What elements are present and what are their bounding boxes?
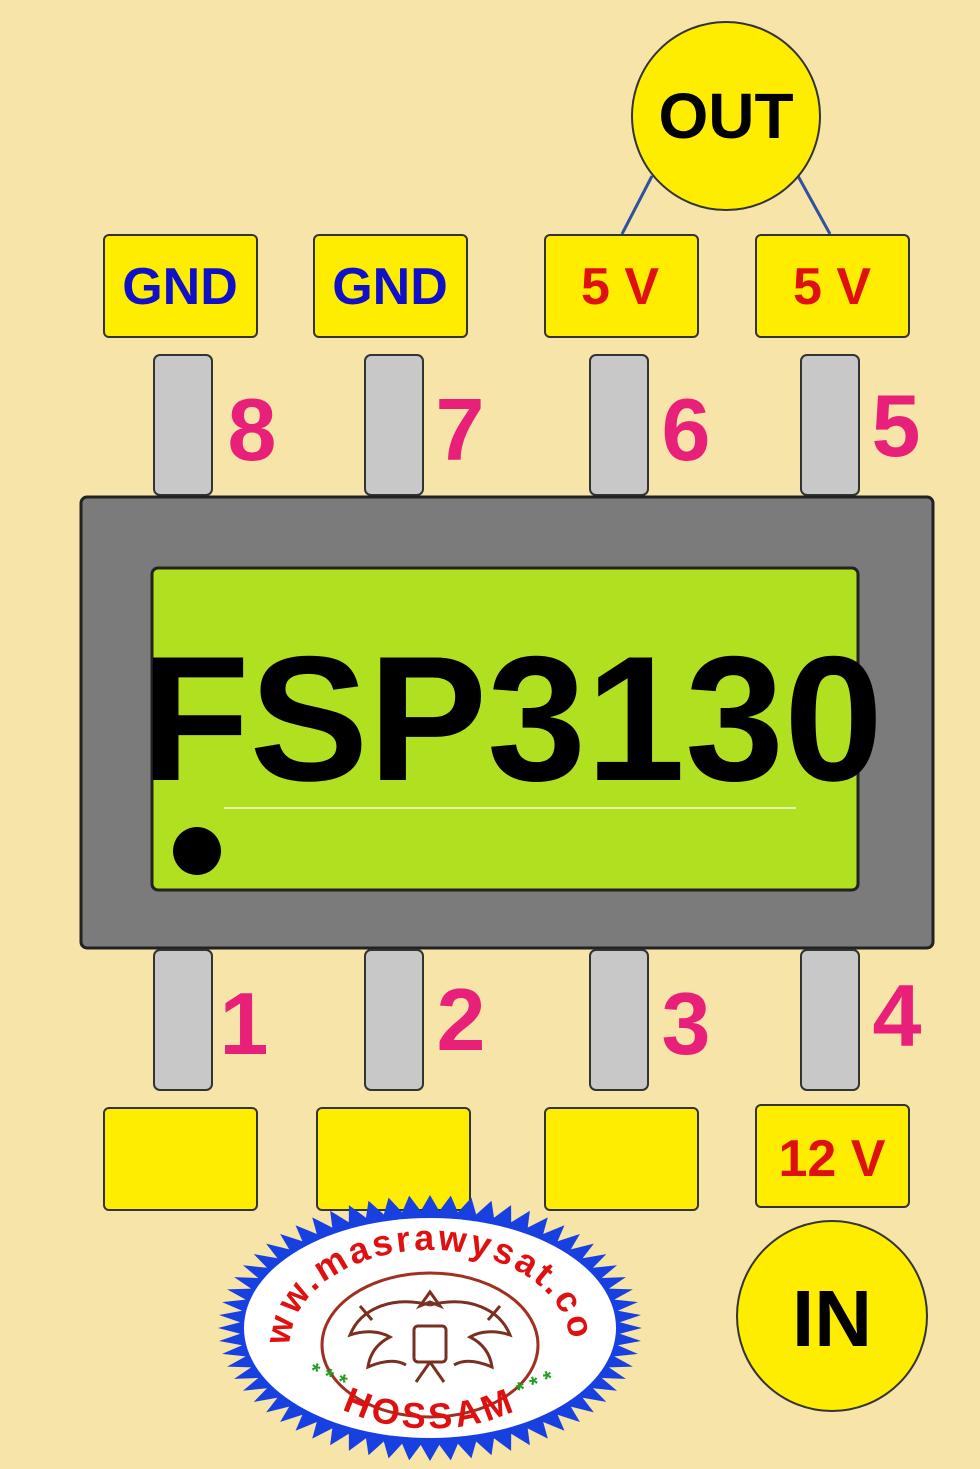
pin-number-6: 6 <box>662 380 711 479</box>
chip-part-number: FSP3130 <box>141 619 883 818</box>
out-label: OUT <box>658 80 793 152</box>
top-signal-label: 5 V <box>793 258 871 316</box>
pin-number-4: 4 <box>873 966 922 1065</box>
pin1-indicator-dot <box>173 827 221 875</box>
pin-number-7: 7 <box>436 380 485 479</box>
top-signal-label: GND <box>332 258 448 316</box>
pin-4 <box>800 949 860 1091</box>
bottom-signal-label: 12 V <box>779 1130 886 1188</box>
out-circle <box>631 21 821 211</box>
top-label-box-7: GND <box>313 234 468 338</box>
top-label-box-8: GND <box>103 234 258 338</box>
top-signal-label: GND <box>122 258 238 316</box>
pin-6 <box>589 354 649 496</box>
in-label: IN <box>792 1274 872 1363</box>
top-label-box-6: 5 V <box>544 234 699 338</box>
out-connector-right <box>796 175 832 235</box>
pin-3 <box>589 949 649 1091</box>
bottom-label-box-1 <box>103 1107 258 1211</box>
pin-number-5: 5 <box>872 376 921 475</box>
top-signal-label: 5 V <box>581 258 659 316</box>
top-label-box-5: 5 V <box>755 234 910 338</box>
out-connector-left <box>620 175 654 235</box>
pin-7 <box>364 354 424 496</box>
eagle-emblem-icon <box>347 1289 513 1383</box>
pin-1 <box>153 949 213 1091</box>
pin-number-2: 2 <box>437 970 486 1069</box>
chip-label-window <box>150 566 860 892</box>
pin-5 <box>800 354 860 496</box>
pin-8 <box>153 354 213 496</box>
bottom-label-box-4: 12 V <box>755 1104 910 1208</box>
pin-number-8: 8 <box>228 380 277 479</box>
bottom-label-box-2 <box>316 1107 471 1211</box>
pin-2 <box>364 949 424 1091</box>
pin-number-1: 1 <box>220 974 269 1073</box>
in-circle <box>736 1220 928 1412</box>
seal-ring <box>320 1271 540 1419</box>
pin-number-3: 3 <box>662 974 711 1073</box>
bottom-label-box-3 <box>544 1107 699 1211</box>
